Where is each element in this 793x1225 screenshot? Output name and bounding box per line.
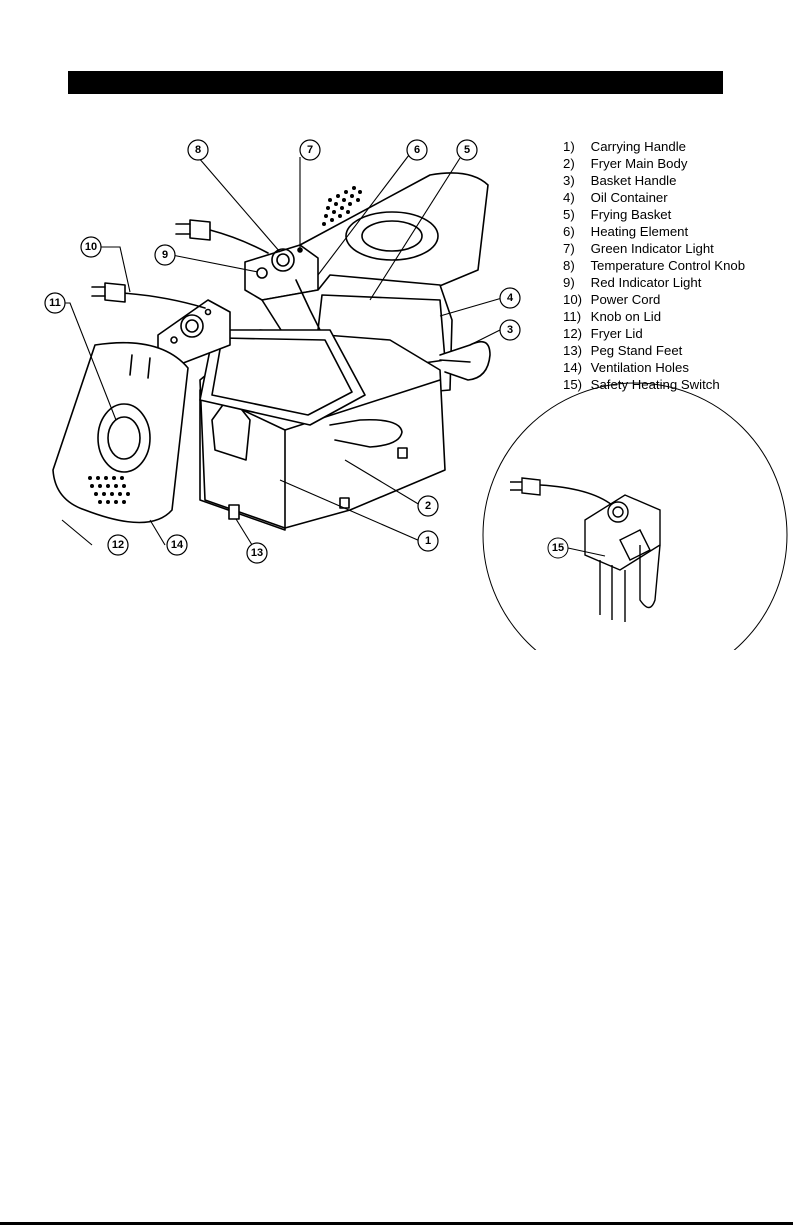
legend-number: 9) (563, 275, 575, 290)
callout-12: 12 (112, 539, 124, 551)
legend-item: 2) Fryer Main Body (563, 155, 745, 172)
legend-number: 8) (563, 258, 575, 273)
legend-label: Basket Handle (590, 173, 677, 188)
callout-1: 1 (425, 535, 431, 547)
legend-label: Power Cord (590, 292, 661, 307)
legend-label: Knob on Lid (590, 309, 662, 324)
legend-item: 15) Safety Heating Switch (563, 376, 745, 393)
legend-item: 5) Frying Basket (563, 206, 745, 223)
legend-item: 1) Carrying Handle (563, 138, 745, 155)
legend-label: Oil Container (590, 190, 668, 205)
callout-2: 2 (425, 500, 431, 512)
callout-7: 7 (307, 144, 313, 156)
legend-number: 10) (563, 292, 583, 307)
legend-item: 10) Power Cord (563, 291, 745, 308)
legend-item: 11) Knob on Lid (563, 308, 745, 325)
legend-number: 14) (563, 360, 583, 375)
legend-label: Frying Basket (590, 207, 672, 222)
deep-fryer-diagram: 8 7 9 10 11 6 5 4 3 2 1 12 14 13 15 (44, 139, 788, 650)
callout-15: 15 (552, 542, 564, 554)
legend-number: 7) (563, 241, 575, 256)
callout-6: 6 (414, 144, 420, 156)
callout-3: 3 (507, 324, 513, 336)
legend-number: 11) (563, 309, 582, 324)
legend-label: Carrying Handle (590, 139, 686, 154)
legend-number: 3) (563, 173, 575, 188)
legend-item: 14) Ventilation Holes (563, 359, 745, 376)
callout-8: 8 (195, 144, 201, 156)
legend-label: Temperature Control Knob (590, 258, 746, 273)
legend-label: Red Indicator Light (590, 275, 702, 290)
callout-9: 9 (162, 249, 168, 261)
rear-power-cord (175, 219, 269, 254)
legend-label: Fryer Lid (590, 326, 643, 341)
legend-item: 4) Oil Container (563, 189, 745, 206)
front-frying-basket (199, 329, 366, 426)
legend-item: 7) Green Indicator Light (563, 240, 745, 257)
legend-number: 5) (563, 207, 575, 222)
bottom-rule (0, 1222, 793, 1225)
legend-label: Peg Stand Feet (590, 343, 683, 358)
front-vent-holes (88, 476, 130, 504)
legend-number: 15) (563, 377, 583, 392)
legend-number: 2) (563, 156, 575, 171)
legend-item: 3) Basket Handle (563, 172, 745, 189)
safety-switch-inset (482, 382, 788, 650)
legend-number: 1) (563, 139, 575, 154)
legend-number: 6) (563, 224, 575, 239)
front-power-cord (91, 282, 206, 309)
legend-item: 6) Heating Element (563, 223, 745, 240)
parts-legend: 1) Carrying Handle 2) Fryer Main Body 3)… (563, 138, 745, 393)
legend-number: 13) (563, 343, 583, 358)
legend-label: Safety Heating Switch (590, 377, 720, 392)
rear-lid (299, 172, 489, 301)
legend-number: 4) (563, 190, 575, 205)
legend-label: Ventilation Holes (590, 360, 689, 375)
callout-10: 10 (85, 241, 97, 253)
section-title-bar (68, 71, 723, 94)
rear-vent-holes (322, 186, 362, 226)
callout-4: 4 (507, 292, 514, 304)
legend-item: 8) Temperature Control Knob (563, 257, 745, 274)
legend-item: 9) Red Indicator Light (563, 274, 745, 291)
legend-label: Heating Element (590, 224, 689, 239)
legend-label: Fryer Main Body (590, 156, 688, 171)
callout-5: 5 (464, 144, 470, 156)
legend-number: 12) (563, 326, 583, 341)
legend-item: 12) Fryer Lid (563, 325, 745, 342)
callout-13: 13 (251, 547, 263, 559)
legend-label: Green Indicator Light (590, 241, 714, 256)
callout-11: 11 (49, 297, 61, 309)
callout-14: 14 (171, 539, 184, 551)
legend-item: 13) Peg Stand Feet (563, 342, 745, 359)
